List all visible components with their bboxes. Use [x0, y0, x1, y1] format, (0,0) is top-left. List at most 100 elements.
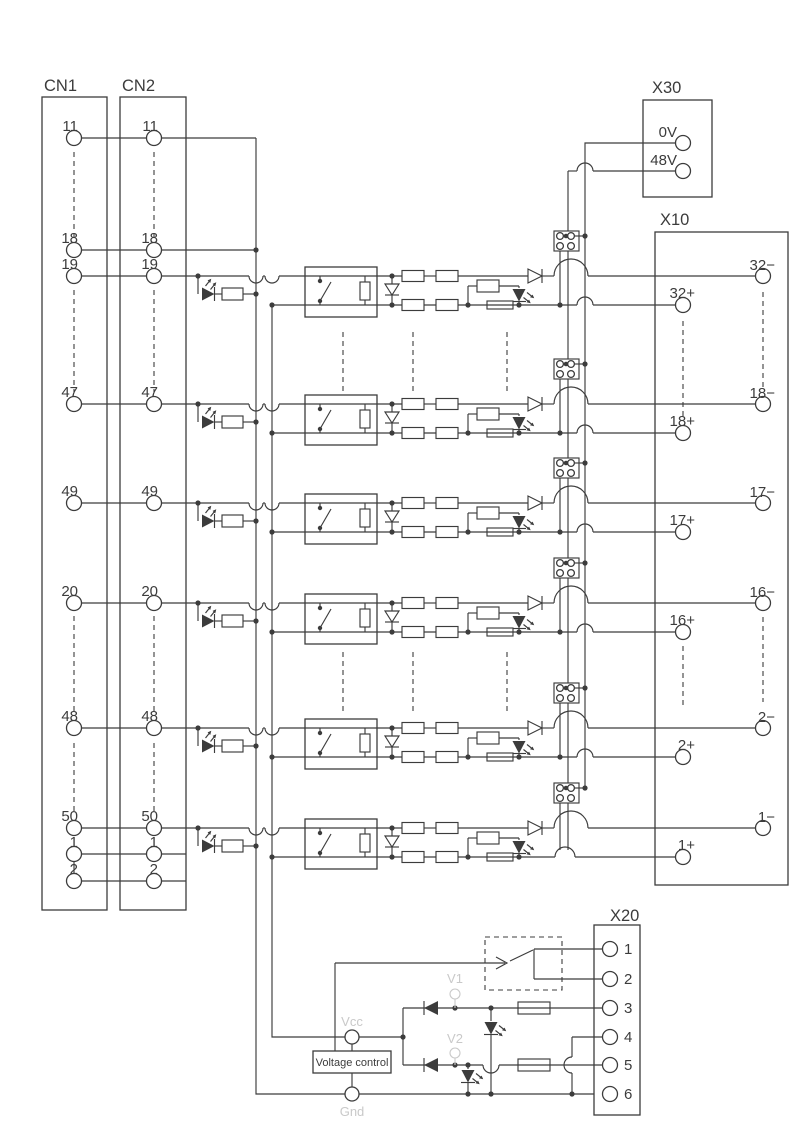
junction-dot — [516, 529, 522, 535]
jumper-pin — [566, 468, 576, 478]
x20-pin-label: 4 — [624, 1029, 632, 1046]
junction-dot — [557, 754, 563, 760]
cn1-pin — [65, 719, 83, 737]
cn2-pin — [145, 845, 163, 863]
junction-dot — [465, 854, 471, 860]
minus-rail-hop — [553, 386, 589, 405]
junction-dot — [253, 291, 259, 297]
status-led-icon — [512, 616, 535, 631]
cn1-pin — [65, 241, 83, 259]
wire-hop — [563, 1056, 573, 1074]
v1-led-icon — [484, 1022, 507, 1037]
switch-blade — [509, 949, 534, 962]
x30-title: X30 — [652, 79, 681, 97]
jumper-pin — [566, 231, 576, 241]
relay-contact-blade — [319, 409, 332, 430]
junction-dot — [269, 629, 275, 635]
output-diode-icon — [527, 495, 544, 511]
x20-box — [593, 924, 641, 1116]
x10-plus-label: 32+ — [670, 285, 696, 302]
clamp-diode-icon — [383, 510, 401, 524]
x30-pin-0v — [674, 134, 692, 152]
cn1-pin-label: 47 — [61, 384, 78, 401]
series-resistor — [435, 721, 459, 735]
series-resistor — [401, 397, 425, 411]
clamp-diode-icon — [383, 610, 401, 624]
clamp-diode-icon — [383, 283, 401, 297]
junction-dot — [195, 401, 201, 407]
x10-plus-label: 17+ — [670, 512, 696, 529]
junction-dot — [557, 629, 563, 635]
junction-dot — [488, 1091, 494, 1097]
junction-dot — [465, 430, 471, 436]
input-resistor — [221, 739, 244, 753]
series-resistor — [401, 850, 425, 864]
series-resistor — [401, 496, 425, 510]
x10-title: X10 — [660, 211, 689, 229]
series-resistor — [401, 426, 425, 440]
junction-dot — [516, 854, 522, 860]
jumper-pin — [555, 231, 565, 241]
x10-plus-label: 2+ — [678, 737, 695, 754]
v1-label: V1 — [447, 971, 463, 986]
jumper-junction — [563, 785, 569, 791]
cn1-pin — [65, 845, 83, 863]
series-resistor — [435, 596, 459, 610]
x20-pin-label: 6 — [624, 1086, 632, 1103]
relay-box — [304, 493, 378, 545]
series-resistor — [435, 821, 459, 835]
wire-hop — [264, 403, 280, 412]
relay-contact-dot — [317, 278, 323, 284]
x20-pin — [601, 940, 619, 958]
series-resistor — [401, 721, 425, 735]
jumper-pin — [566, 369, 576, 379]
cn2-pin-label: 11 — [142, 118, 158, 135]
wire-hop — [248, 827, 264, 836]
jumper-pin — [555, 359, 565, 369]
cn2-pin — [145, 267, 163, 285]
relay-contact-blade — [319, 281, 332, 302]
cn2-pin-label: 20 — [141, 583, 158, 600]
cn2-pin — [145, 872, 163, 890]
x10-pin-plus — [674, 424, 692, 442]
jumper-pin — [555, 683, 565, 693]
cn2-pin — [145, 129, 163, 147]
output-diode-icon — [527, 720, 544, 736]
cn1-pin-label: 50 — [61, 808, 78, 825]
input-resistor — [221, 514, 244, 528]
relay-contact-dot — [317, 605, 323, 611]
series-resistor — [435, 525, 459, 539]
cn1-pin-label: 2 — [70, 861, 78, 878]
x10-minus-label: 1− — [758, 809, 775, 826]
gnd-label: Gnd — [340, 1104, 365, 1119]
series-resistor — [435, 397, 459, 411]
x30-0v-label: 0V — [659, 124, 677, 141]
x20-pin — [601, 1028, 619, 1046]
x10-pin-minus — [754, 594, 772, 612]
status-resistor — [476, 279, 500, 293]
control-arrow-icon — [495, 956, 509, 970]
junction-dot — [269, 854, 275, 860]
relay-coil — [359, 508, 371, 528]
x10-pin-plus — [674, 523, 692, 541]
x20-pin — [601, 1085, 619, 1103]
jumper-junction — [563, 685, 569, 691]
junction-dot — [269, 529, 275, 535]
relay-box — [304, 818, 378, 870]
jumper-pin — [555, 241, 565, 251]
x10-pin-minus — [754, 267, 772, 285]
wire-hop — [264, 727, 280, 736]
wire-hop — [248, 602, 264, 611]
v2-label: V2 — [447, 1031, 463, 1046]
jumper-0v-junction — [582, 233, 588, 239]
junction-dot — [389, 725, 395, 731]
relay-contact-blade — [319, 733, 332, 754]
jumper-pin — [555, 468, 565, 478]
x20-pin — [601, 970, 619, 988]
series-resistor — [435, 426, 459, 440]
x20-pin-label: 5 — [624, 1057, 632, 1074]
cn2-pin-label: 2 — [150, 861, 158, 878]
cn2-pin — [145, 819, 163, 837]
series-resistor — [435, 269, 459, 283]
x10-pin-plus — [674, 848, 692, 866]
